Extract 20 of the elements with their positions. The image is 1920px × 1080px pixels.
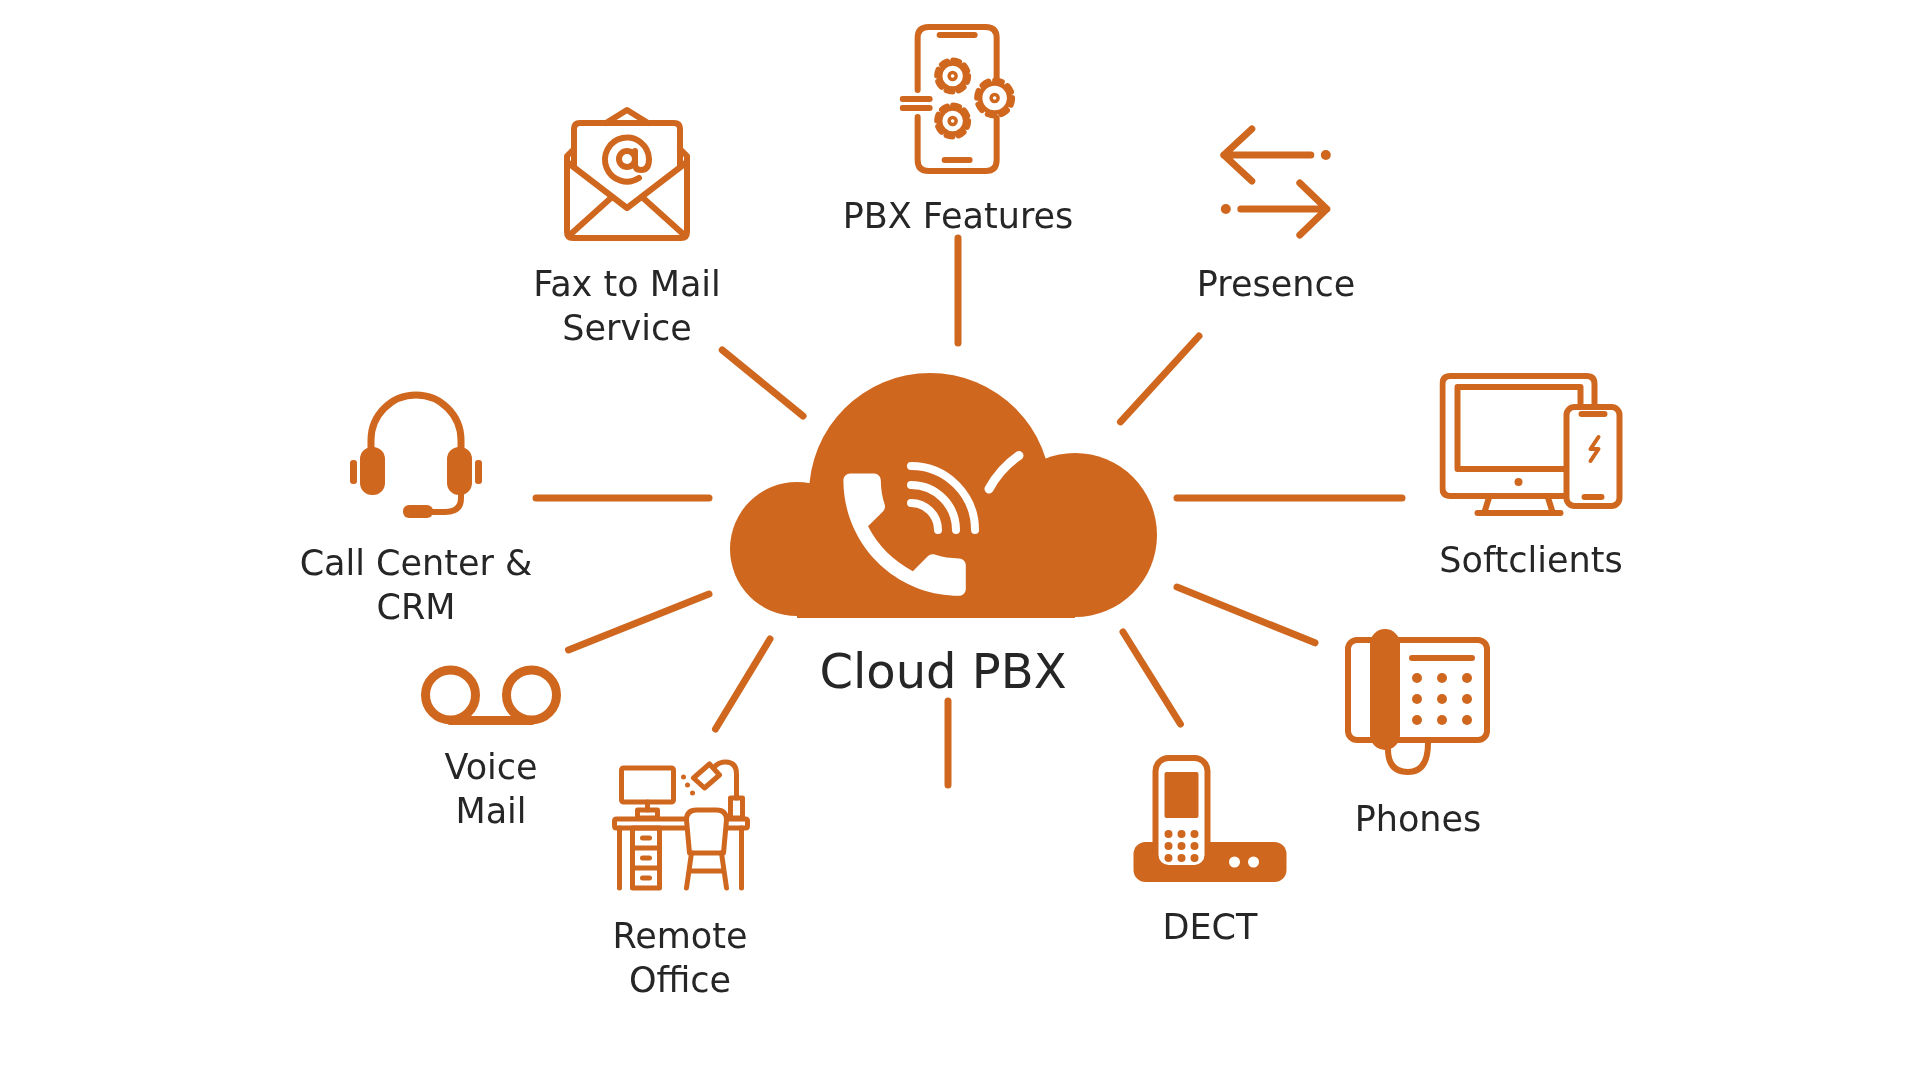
- node-label: Fax to Mail Service: [532, 263, 722, 350]
- connector-line: [944, 697, 952, 789]
- node-label: DECT: [1162, 906, 1258, 949]
- cloud-label: Cloud PBX: [819, 642, 1067, 701]
- connector-line: [1173, 583, 1319, 647]
- connector-line: [1173, 494, 1406, 502]
- connector-line: [718, 346, 807, 420]
- connector-line: [1117, 332, 1203, 426]
- connector-line: [954, 234, 962, 347]
- node-label: Remote Office: [611, 915, 749, 1002]
- node-label: Call Center & CRM: [298, 542, 534, 629]
- connector-line: [532, 494, 713, 502]
- connector-line: [1119, 628, 1184, 728]
- node-label: Softclients: [1439, 539, 1623, 582]
- node-label: Presence: [1196, 263, 1356, 306]
- connector-line: [712, 635, 774, 733]
- node-label: PBX Features: [842, 195, 1074, 238]
- connector-line: [565, 590, 713, 654]
- node-label: Voice Mail: [443, 746, 539, 833]
- node-label: Phones: [1354, 798, 1482, 841]
